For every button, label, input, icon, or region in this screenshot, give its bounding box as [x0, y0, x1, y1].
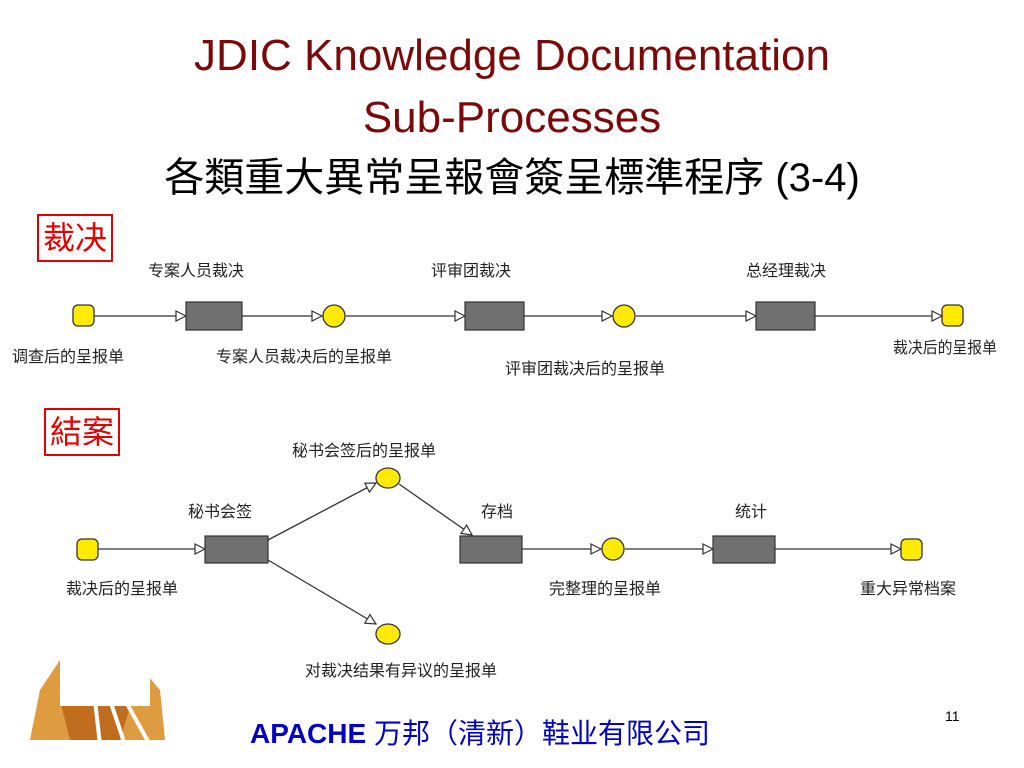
- slide-title-line2: Sub-Processes: [362, 93, 662, 142]
- closing-flow-connectors: [98, 483, 901, 624]
- ruling-labels: 专案人员裁决 评审团裁决 总经理裁决 调查后的呈报单 专案人员裁决后的呈报单 评…: [12, 261, 997, 378]
- ruling-section-tag: 裁决: [37, 214, 114, 262]
- closing-activity-boxes: [204, 535, 776, 564]
- state-node-organized: [601, 537, 625, 561]
- activity-label-project-ruling: 专案人员裁决: [148, 261, 244, 280]
- slide-title-line3: 各類重大異常呈報會簽呈標準程序 (3-4): [164, 156, 860, 200]
- footer-company-name: 万邦（清新）鞋业有限公司: [373, 718, 710, 749]
- closing-section-tag: 結案: [44, 408, 121, 456]
- activity-box-statistics: [712, 535, 776, 564]
- page-number: 11: [945, 708, 960, 724]
- activity-box-secretary-sign: [204, 535, 269, 564]
- activity-box-panel-ruling: [464, 301, 525, 331]
- state-node-panel-ruled: [612, 304, 636, 328]
- start-node-ruling: [72, 304, 95, 327]
- closing-state-nodes: [76, 467, 923, 645]
- activity-box-project-ruling: [185, 301, 243, 331]
- state-label-ruled-closing: 裁决后的呈报单: [66, 579, 178, 598]
- activity-label-statistics: 统计: [735, 502, 767, 521]
- state-label-major-archive: 重大异常档案: [860, 579, 956, 598]
- slide-title-line1: JDIC Knowledge Documentation: [194, 31, 830, 80]
- state-node-project-ruled: [322, 304, 346, 328]
- state-label-project-ruled: 专案人员裁决后的呈报单: [216, 347, 392, 366]
- start-node-closing: [76, 538, 99, 561]
- state-label-disputed: 对裁决结果有异议的呈报单: [305, 661, 497, 680]
- end-node-ruling: [941, 304, 964, 327]
- activity-box-archive: [459, 535, 523, 564]
- ruling-activity-boxes: [185, 301, 816, 331]
- state-label-investigated: 调查后的呈报单: [12, 347, 124, 366]
- closing-labels: 秘书会签 存档 统计 裁决后的呈报单 秘书会签后的呈报单 对裁决结果有异议的呈报…: [66, 441, 956, 680]
- activity-label-gm-ruling: 总经理裁决: [746, 261, 826, 280]
- end-node-closing: [900, 538, 923, 561]
- apache-logo-graphic: [30, 628, 165, 746]
- state-node-secretary-signed: [375, 467, 401, 489]
- ruling-state-nodes: [72, 304, 964, 328]
- state-label-secretary-signed: 秘书会签后的呈报单: [292, 441, 436, 460]
- activity-label-panel-ruling: 评审团裁决: [431, 261, 511, 280]
- footer-company: APACHE 万邦（清新）鞋业有限公司: [250, 712, 710, 752]
- footer-brand: APACHE: [250, 718, 367, 749]
- activity-box-gm-ruling: [755, 301, 816, 331]
- state-label-organized: 完整理的呈报单: [549, 579, 661, 598]
- state-label-panel-ruled: 评审团裁决后的呈报单: [505, 359, 665, 378]
- activity-label-secretary-sign: 秘书会签: [188, 502, 252, 521]
- activity-label-archive: 存档: [481, 502, 513, 521]
- state-label-ruled: 裁决后的呈报单: [893, 338, 997, 357]
- state-node-disputed: [375, 623, 401, 645]
